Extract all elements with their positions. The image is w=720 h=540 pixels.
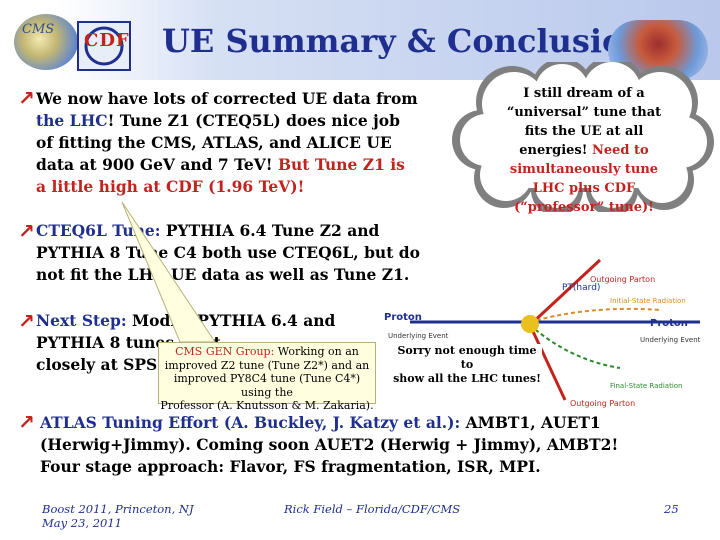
text-line: the LHC! Tune Z1 (CTEQ5L) does nice job — [36, 110, 456, 132]
footer-left: Boost 2011, Princeton, NJ May 23, 2011 — [42, 502, 194, 530]
cdf-logo — [77, 21, 131, 71]
text-plain: data at 900 GeV and 7 TeV! — [36, 155, 278, 174]
callout-line: improved PY8C4 tune (Tune C4*) using the — [173, 372, 361, 399]
cdf-logo-text: CDF — [84, 30, 130, 51]
text-plain: ! Tune Z1 (CTEQ5L) does nice job — [107, 111, 400, 130]
cloud-line: I still dream of a — [523, 86, 645, 101]
underlying-event-diagram: Outgoing Parton PT(hard) Initial-State R… — [384, 258, 701, 408]
cloud-line: energies! Need to — [486, 141, 682, 160]
page-number: 25 — [664, 502, 679, 516]
diagram-label: Underlying Event — [388, 332, 449, 340]
text-line: of fitting the CMS, ATLAS, and ALICE UE — [36, 133, 392, 152]
text-line: (Herwig+Jimmy). Coming soon AUET2 (Herwi… — [40, 435, 619, 454]
diagram-label: PT(hard) — [562, 283, 600, 293]
text-line: PYTHIA 8 Tune C4 both use CTEQ6L, but do — [36, 243, 420, 262]
cms-logo — [14, 14, 78, 70]
text-line: closely at SPS — [36, 355, 158, 374]
text-line: CTEQ6L Tune: PYTHIA 6.4 Tune Z2 and — [36, 220, 456, 242]
footer-author: Rick Field – Florida/CDF/CMS — [284, 502, 461, 516]
cloud-line: simultaneously tune — [509, 162, 659, 177]
diagram-label: Underlying Event — [640, 336, 701, 344]
cloud-line: “universal” tune that — [506, 105, 662, 120]
cloud-line: (“professor” tune)! — [514, 200, 654, 215]
sorry-line: Sorry not enough time to — [397, 344, 537, 371]
text-blue: CTEQ6L Tune: — [36, 221, 161, 240]
cloud-line-black: energies! — [519, 143, 592, 158]
diagram-label: Outgoing Parton — [590, 275, 655, 284]
diagram-label: Final-State Radiation — [610, 382, 683, 390]
thought-cloud — [452, 62, 714, 212]
text-line: We now have lots of corrected UE data fr… — [36, 89, 418, 108]
bullet-arrow-icon: ↗ — [18, 410, 35, 434]
bullet-arrow-icon: ↗ — [18, 309, 35, 333]
bullet-arrow-icon: ↗ — [18, 86, 35, 110]
footer-date: May 23, 2011 — [42, 516, 122, 530]
callout-plain: Working on an — [274, 345, 359, 358]
bullet-2-text: CTEQ6L Tune: PYTHIA 6.4 Tune Z2 and PYTH… — [36, 220, 456, 286]
callout-line: CMS GEN Group: Working on an — [159, 345, 375, 359]
text-blue: ATLAS Tuning Effort (A. Buckley, J. Katz… — [40, 413, 461, 432]
bullet-arrow-icon: ↗ — [18, 219, 35, 243]
cloud-line: LHC plus CDF — [532, 181, 636, 196]
text-line: Four stage approach: Flavor, FS fragment… — [40, 457, 541, 476]
sorry-note: Sorry not enough time to show all the LH… — [392, 344, 542, 385]
sorry-line: show all the LHC tunes! — [393, 372, 541, 385]
diagram-label: Outgoing Parton — [570, 399, 635, 408]
diagram-label: Initial-State Radiation — [610, 297, 686, 305]
footer-venue: Boost 2011, Princeton, NJ — [42, 502, 194, 516]
callout-red: CMS GEN Group: — [175, 345, 275, 358]
text-line: not fit the LHC UE data as well as Tune … — [36, 265, 410, 284]
callout-pointer — [121, 201, 216, 343]
page-title: UE Summary & Conclusions — [162, 22, 665, 60]
diagram-label: Proton — [384, 312, 422, 323]
text-line: data at 900 GeV and 7 TeV! But Tune Z1 i… — [36, 154, 456, 176]
cloud-text: I still dream of a “universal” tune that… — [486, 84, 682, 217]
text-blue: the LHC — [36, 111, 108, 130]
bullet-4-text: ATLAS Tuning Effort (A. Buckley, J. Katz… — [40, 412, 710, 478]
cloud-line-red: Need to — [591, 143, 649, 158]
diagram-label: Proton — [650, 318, 688, 329]
cms-logo-text: CMS — [22, 22, 55, 37]
cms-gen-group-callout: CMS GEN Group: Working on an improved Z2… — [158, 342, 376, 412]
text-plain: PYTHIA 6.4 Tune Z2 and — [160, 221, 380, 240]
bullet-1-text: We now have lots of corrected UE data fr… — [36, 88, 456, 198]
text-line: ATLAS Tuning Effort (A. Buckley, J. Katz… — [40, 412, 710, 434]
callout-line: Professor (A. Knutsson & M. Zakaria). — [160, 399, 374, 412]
callout-line: improved Z2 tune (Tune Z2*) and an — [164, 358, 370, 372]
text-red: But Tune Z1 is — [277, 155, 405, 174]
text-plain: AMBT1, AUET1 — [460, 413, 601, 432]
text-blue: Next Step: — [36, 311, 127, 330]
cloud-line: fits the UE at all — [524, 124, 644, 139]
text-line: a little high at CDF (1.96 TeV)! — [36, 177, 305, 196]
